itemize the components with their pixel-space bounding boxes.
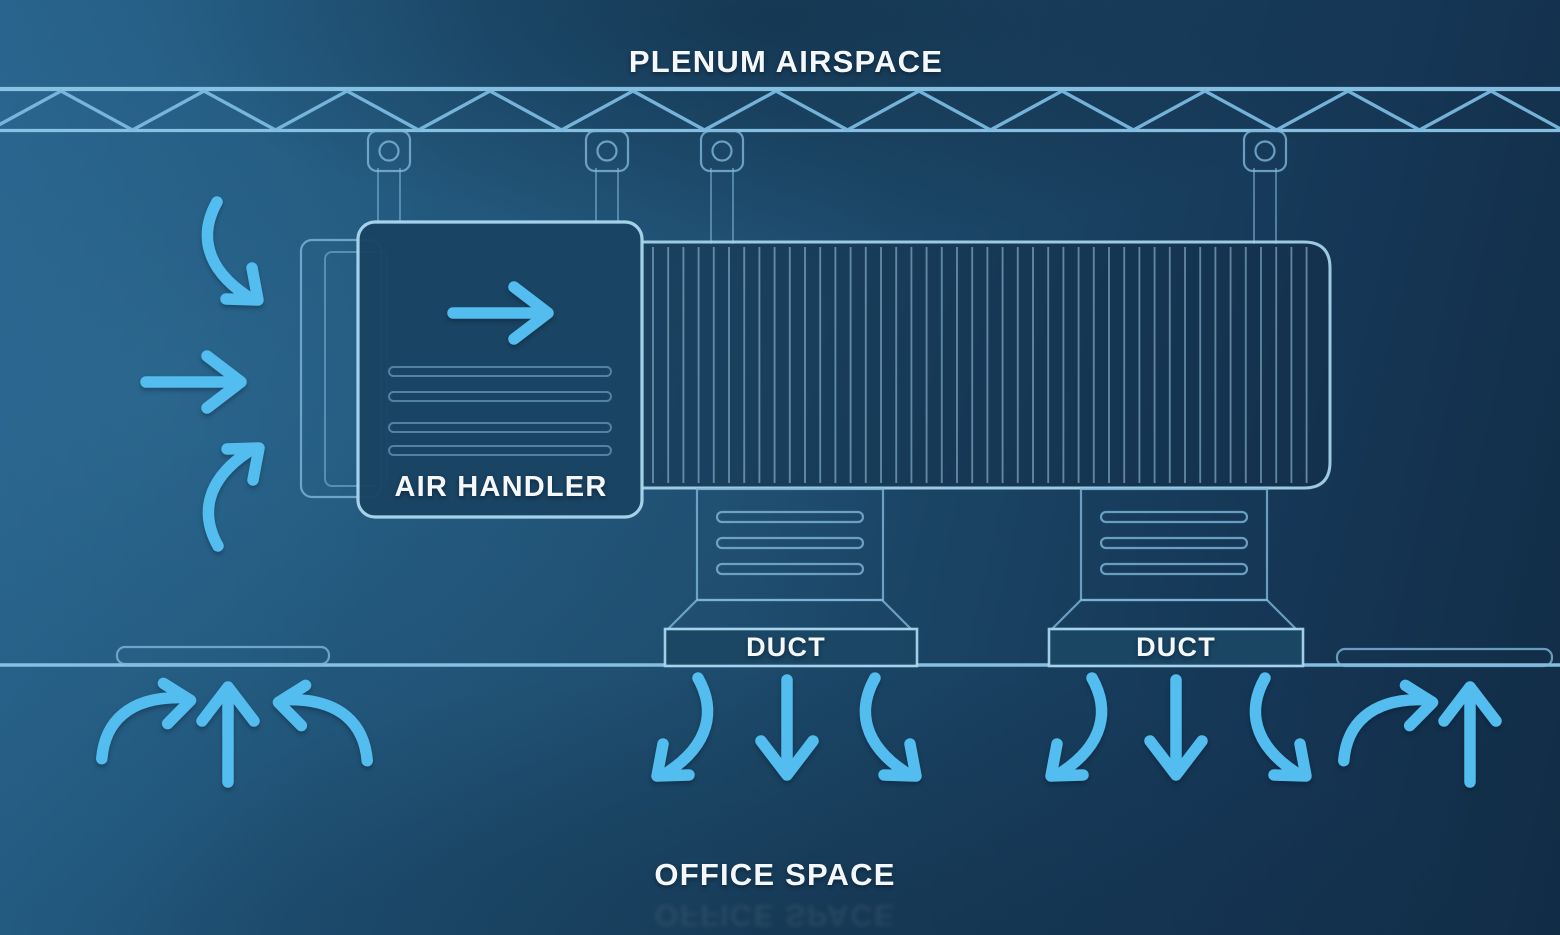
- airflow-down-arrow-icon: [1150, 680, 1202, 775]
- hanger: [1242, 129, 1288, 244]
- finned-coil-section: [642, 240, 1332, 490]
- airflow-curve-arrow-icon: [657, 678, 708, 776]
- duct-left-label: DUCT: [746, 632, 826, 662]
- office-return-arrows-right: [1336, 674, 1496, 784]
- airflow-curve-arrow-icon: [865, 678, 916, 776]
- duct-louvers: [715, 510, 865, 576]
- truss-webbing: [0, 89, 1560, 132]
- plenum-airspace-label: PLENUM AIRSPACE: [628, 44, 944, 79]
- supply-duct-left: [663, 487, 919, 668]
- ceiling-truss: [0, 86, 1560, 133]
- supply-duct-right: [1047, 487, 1305, 668]
- duct-right-label: DUCT: [1136, 632, 1216, 662]
- air-handler-louvers: [388, 366, 612, 456]
- airflow-curve-arrow-icon: [278, 674, 375, 784]
- airflow-curve-arrow-icon: [208, 448, 259, 546]
- diffuser-box: [1047, 627, 1305, 668]
- diffuser-box: [663, 627, 919, 668]
- office-space-label: OFFICE SPACE: [654, 857, 896, 892]
- supply-arrows-right-duct: [1051, 678, 1306, 776]
- air-handler-label: AIR HANDLER: [394, 471, 608, 503]
- airflow-up-arrow-icon: [202, 687, 254, 782]
- hanger-rods: [366, 129, 1288, 244]
- airflow-curve-arrow-icon: [1255, 678, 1306, 776]
- airflow-curve-arrow-icon: [1336, 674, 1433, 784]
- return-grille-left: [115, 645, 331, 666]
- airflow-curve-arrow-icon: [94, 672, 191, 782]
- office-space-label-reflection: OFFICE SPACE: [654, 898, 896, 933]
- airflow-right-arrow-icon: [146, 356, 241, 408]
- coil-fins: [652, 247, 1320, 483]
- airflow-up-arrow-icon: [1444, 687, 1496, 782]
- air-handler-unit: [356, 220, 644, 519]
- return-grille-right: [1335, 647, 1554, 668]
- return-air-intake-arrows: [146, 202, 259, 546]
- hanger: [699, 129, 745, 244]
- hanger: [366, 129, 412, 224]
- hanger: [584, 129, 630, 224]
- office-return-arrows-left: [94, 672, 375, 784]
- airflow-down-arrow-icon: [761, 680, 813, 775]
- airflow-curve-arrow-icon: [207, 202, 258, 300]
- duct-louvers: [1099, 510, 1249, 576]
- supply-arrows-left-duct: [657, 678, 916, 776]
- airflow-curve-arrow-icon: [1051, 678, 1102, 776]
